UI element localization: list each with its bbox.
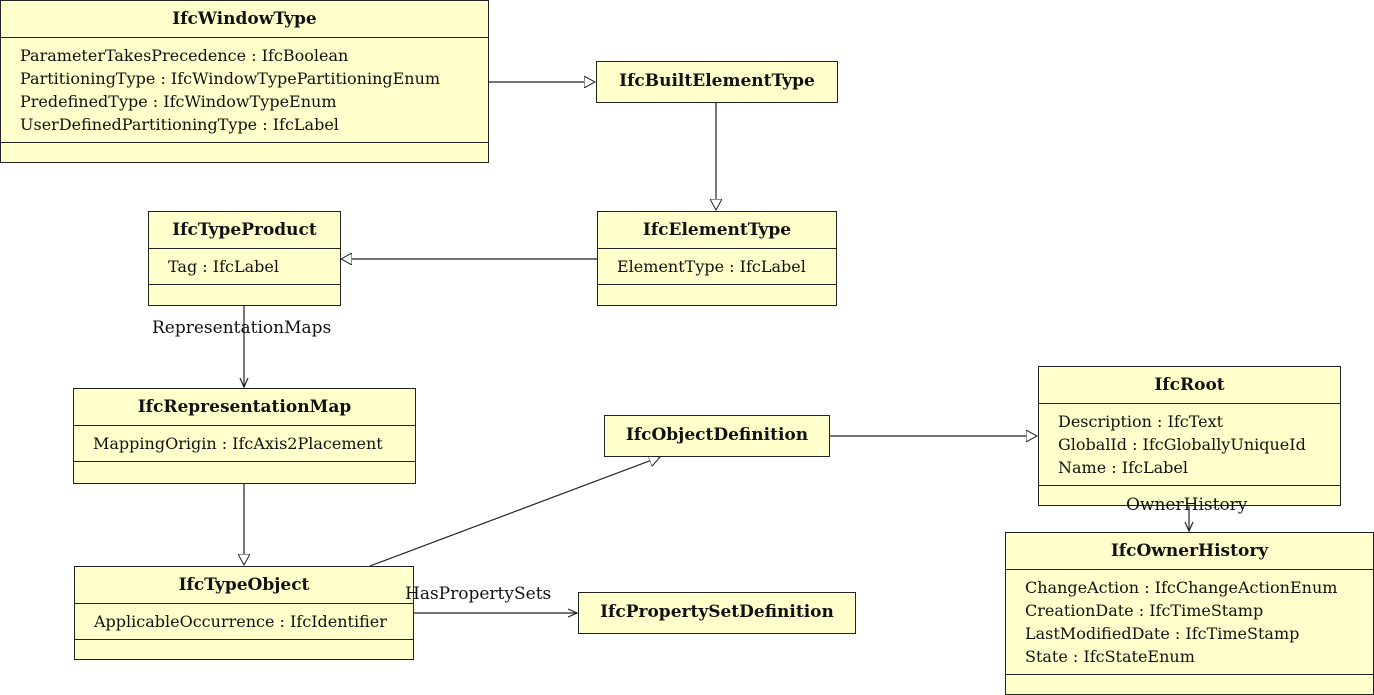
operations-compartment [1,142,488,161]
class-name: IfcRoot [1154,375,1225,395]
attribute: ElementType : IfcLabel [617,257,806,276]
attribute: MappingOrigin : IfcAxis2Placement [93,434,383,453]
class-ifctypeproduct: IfcTypeProduct Tag : IfcLabel [148,211,341,306]
attribute: UserDefinedPartitioningType : IfcLabel [20,115,339,134]
attribute: LastModifiedDate : IfcTimeStamp [1025,624,1300,643]
attribute: ApplicableOccurrence : IfcIdentifier [94,612,387,631]
class-ifctypeobject: IfcTypeObject ApplicableOccurrence : Ifc… [74,566,414,660]
class-name: IfcElementType [642,220,792,240]
operations-compartment [149,284,340,303]
attribute: Name : IfcLabel [1058,458,1188,477]
attribute: GlobalId : IfcGloballyUniqueId [1058,435,1306,454]
class-ifcwindowtype: IfcWindowType ParameterTakesPrecedence :… [0,0,489,163]
class-ifcobjectdefinition: IfcObjectDefinition [604,415,830,457]
class-name: IfcTypeObject [178,575,310,595]
attribute: PartitioningType : IfcWindowTypePartitio… [20,69,441,88]
operations-compartment [75,639,413,657]
class-name: IfcWindowType [172,9,317,29]
attribute: State : IfcStateEnum [1025,647,1195,666]
class-name: IfcBuiltElementType [619,71,815,91]
association-label-owner-history: OwnerHistory [1126,495,1248,515]
attribute: ChangeAction : IfcChangeActionEnum [1025,578,1338,597]
operations-compartment [74,461,415,481]
attribute: Description : IfcText [1058,412,1224,431]
attributes-compartment: MappingOrigin : IfcAxis2Placement [74,425,415,461]
class-name: IfcOwnerHistory [1110,541,1269,561]
operations-compartment [598,284,836,303]
class-name: IfcObjectDefinition [625,425,809,445]
attributes-compartment: Tag : IfcLabel [149,248,340,284]
attribute: ParameterTakesPrecedence : IfcBoolean [20,46,349,65]
operations-compartment [1039,485,1340,504]
class-name: IfcPropertySetDefinition [600,602,834,622]
attribute: PredefinedType : IfcWindowTypeEnum [20,92,337,111]
attributes-compartment: ElementType : IfcLabel [598,248,836,284]
attributes-compartment: Description : IfcText GlobalId : IfcGlob… [1039,403,1340,485]
class-ifcownerhistory: IfcOwnerHistory ChangeAction : IfcChange… [1005,532,1374,695]
class-ifcbuiltelementtype: IfcBuiltElementType [596,61,838,103]
operations-compartment [1006,674,1373,693]
class-ifcrepresentationmap: IfcRepresentationMap MappingOrigin : Ifc… [73,388,416,484]
attribute: Tag : IfcLabel [168,257,279,276]
class-name: IfcTypeProduct [172,220,317,240]
class-ifcroot: IfcRoot Description : IfcText GlobalId :… [1038,366,1341,506]
class-ifcpropertysetdefinition: IfcPropertySetDefinition [578,592,856,634]
association-label-representation-maps: RepresentationMaps [152,318,332,338]
class-ifcelementtype: IfcElementType ElementType : IfcLabel [597,211,837,306]
association-label-has-property-sets: HasPropertySets [405,584,552,604]
attribute: CreationDate : IfcTimeStamp [1025,601,1264,620]
attributes-compartment: ApplicableOccurrence : IfcIdentifier [75,603,413,639]
attributes-compartment: ParameterTakesPrecedence : IfcBoolean Pa… [1,37,488,142]
attributes-compartment: ChangeAction : IfcChangeActionEnum Creat… [1006,569,1373,674]
class-name: IfcRepresentationMap [137,397,352,417]
